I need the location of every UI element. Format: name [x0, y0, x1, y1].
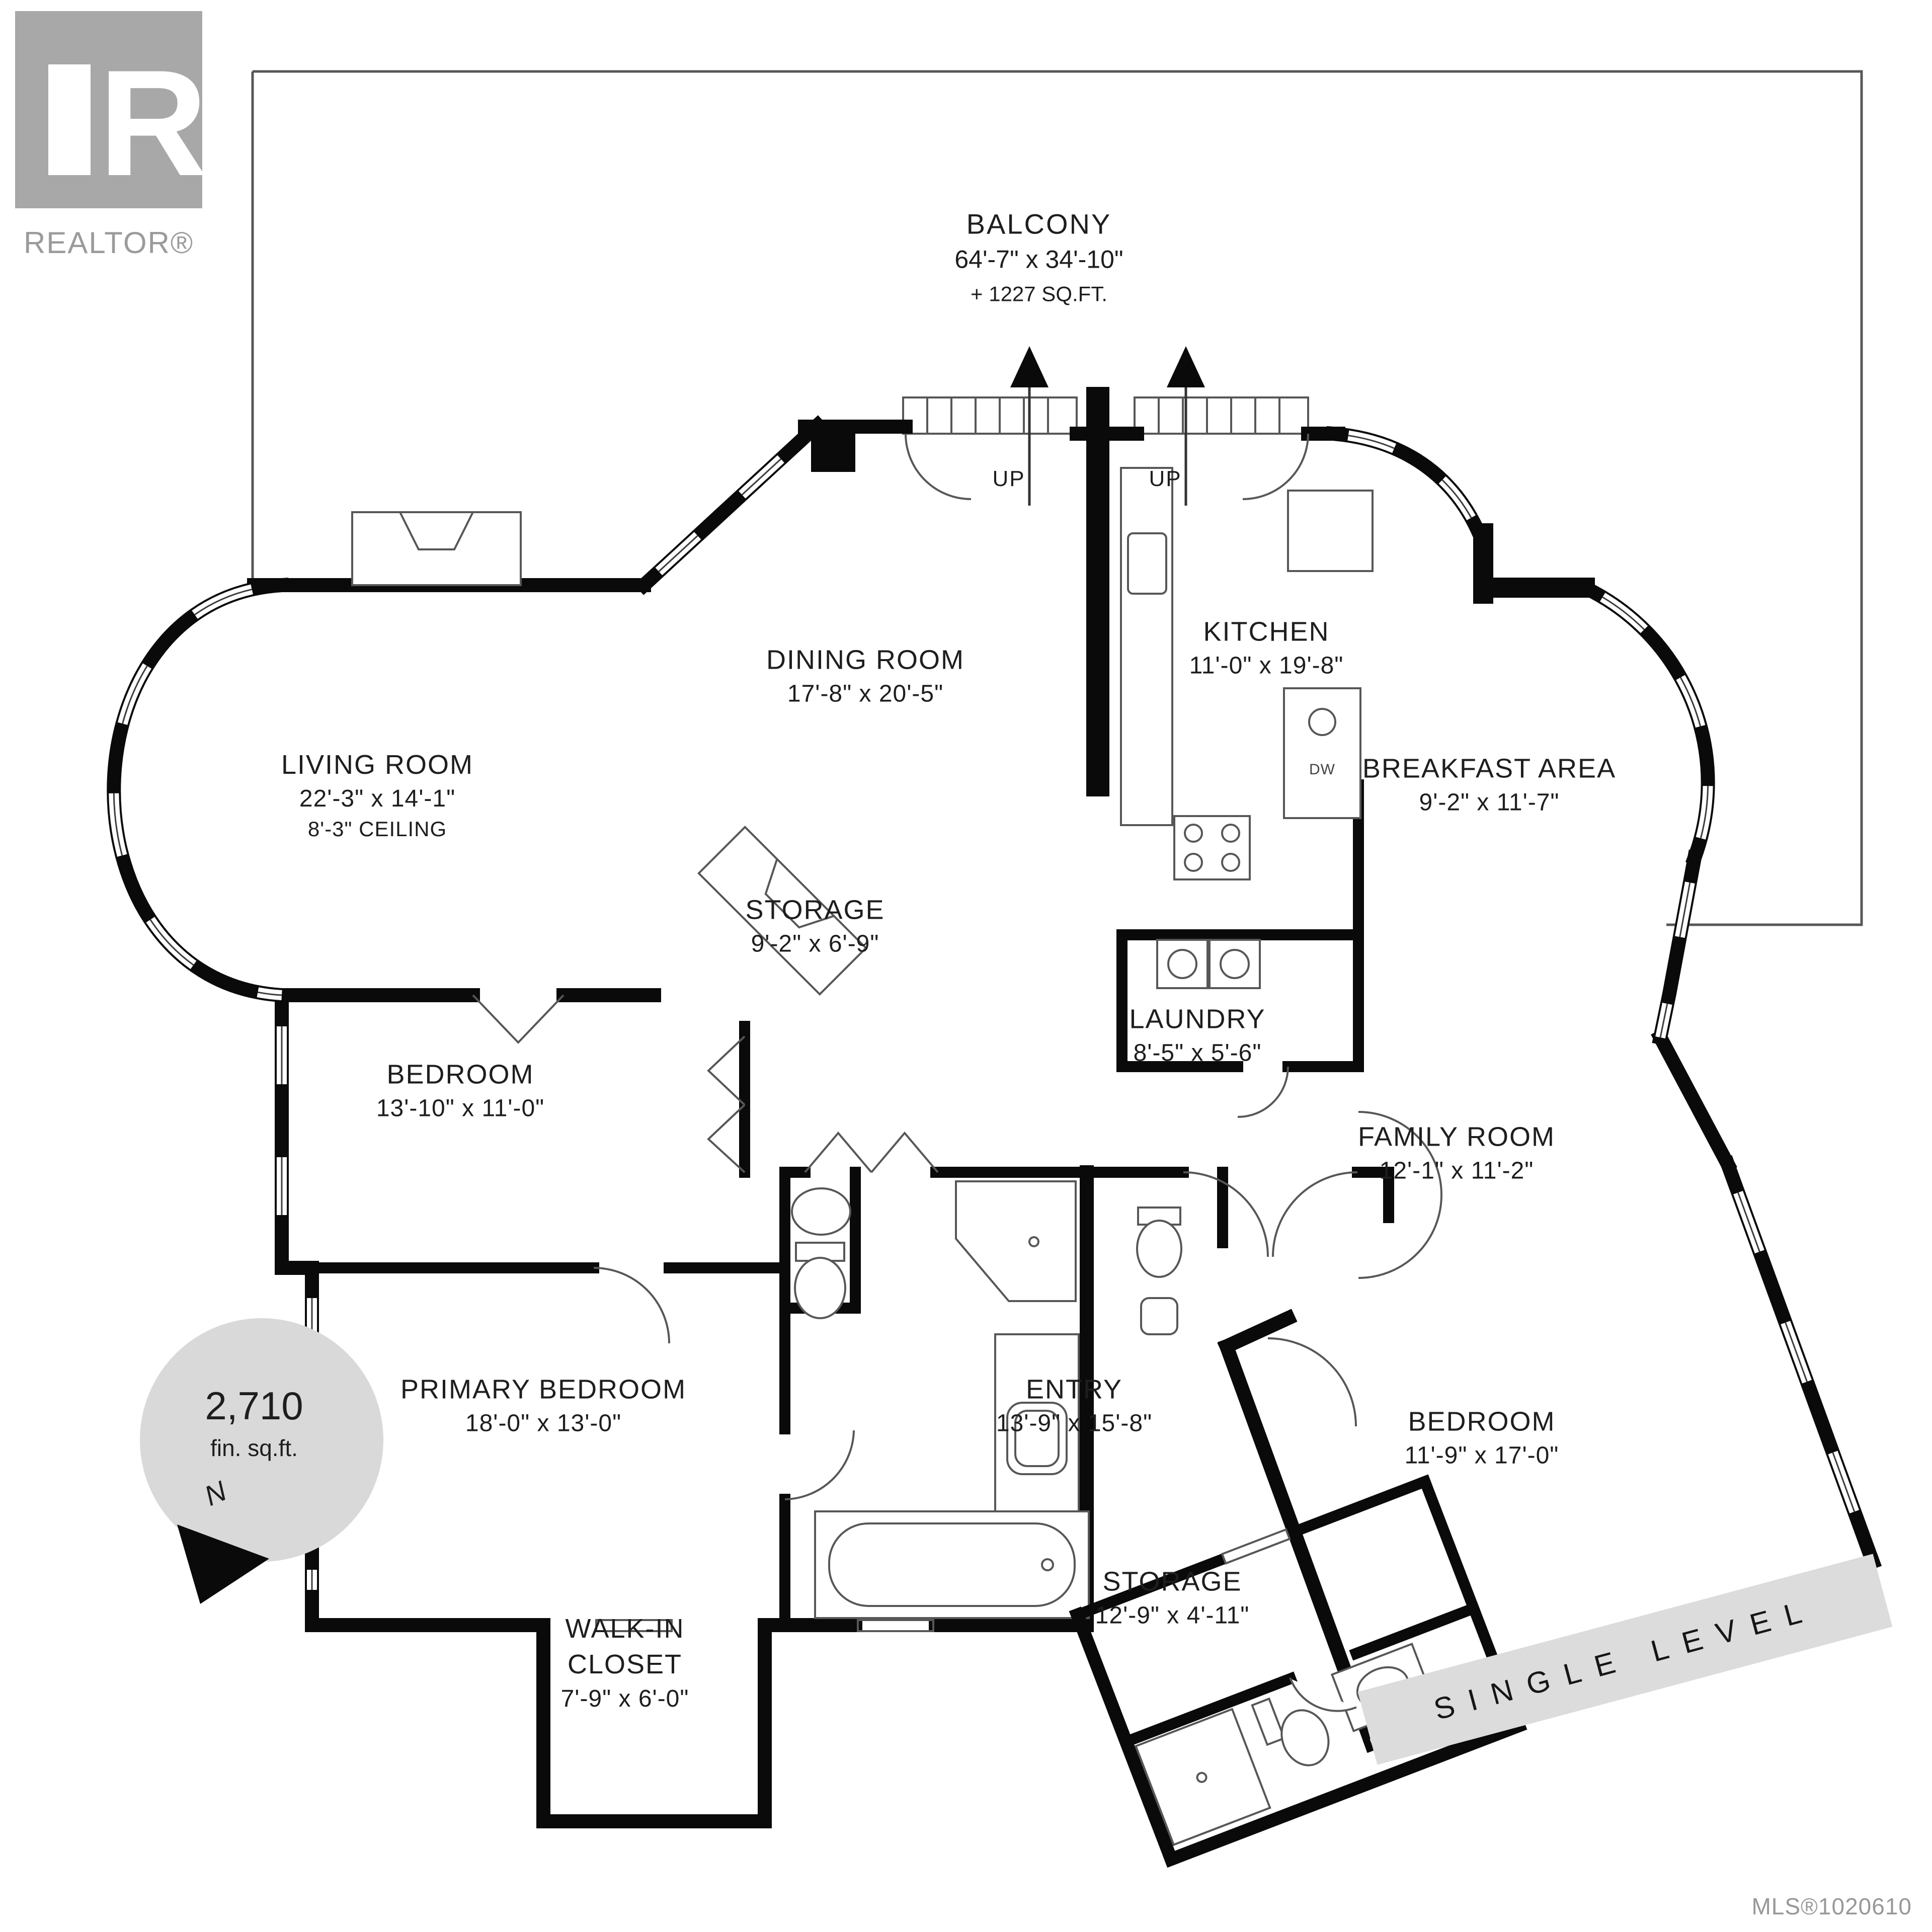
room-dims: 7'-9" x 6'-0": [560, 1685, 689, 1712]
room-dims: 18'-0" x 13'-0": [465, 1410, 622, 1437]
dishwasher-label: DW: [1309, 761, 1335, 778]
room-dims: 12'-1" x 11'-2": [1379, 1157, 1534, 1184]
room-dims: 12'-9" x 4'-11": [1095, 1602, 1250, 1629]
up-label-left: UP: [992, 466, 1025, 491]
room-note: 8'-3" CEILING: [307, 817, 447, 841]
room-label-breakfast: BREAKFAST AREA 9'-2" x 11'-7": [1362, 751, 1616, 819]
north-arrow-icon: [177, 1524, 269, 1604]
room-name: LAUNDRY: [1129, 1004, 1266, 1034]
room-dims: 11'-9" x 17'-0": [1404, 1442, 1559, 1469]
room-name: FAMILY ROOM: [1357, 1121, 1556, 1152]
room-name: PRIMARY BEDROOM: [400, 1374, 687, 1405]
fireplace-diagonal: [697, 826, 867, 996]
room-name: BREAKFAST AREA: [1362, 753, 1617, 784]
kitchen-fixtures: [1120, 467, 1374, 880]
room-dims: 17'-8" x 20'-5": [787, 680, 944, 707]
room-dims: 8'-5" x 5'-6": [1133, 1039, 1262, 1067]
room-name: CLOSET: [567, 1649, 683, 1680]
room-name: STORAGE: [1102, 1566, 1242, 1597]
area-unit: fin. sq.ft.: [210, 1435, 298, 1462]
svg-text:R: R: [99, 38, 208, 207]
room-name: LIVING ROOM: [281, 749, 474, 780]
room-label-dining: DINING ROOM 17'-8" x 20'-5": [766, 642, 964, 710]
balcony-label: BALCONY 64'-7" x 34'-10" + 1227 SQ.FT.: [954, 205, 1123, 307]
up-arrow-icon: [1010, 346, 1205, 506]
room-label-living: LIVING ROOM 22'-3" x 14'-1" 8'-3" CEILIN…: [281, 747, 473, 843]
room-dims: 9'-2" x 11'-7": [1419, 789, 1560, 816]
balcony-column: [811, 428, 855, 472]
room-label-entry: ENTRY 13'-9" x 15'-8": [996, 1372, 1152, 1440]
area-compass: [140, 1318, 383, 1604]
stairs: [902, 396, 1309, 435]
room-label-bedroom-left: BEDROOM 13'-10" x 11'-0": [376, 1057, 544, 1125]
room-label-laundry: LAUNDRY 8'-5" x 5'-6": [1129, 1002, 1265, 1070]
balcony-extra: + 1227 SQ.FT.: [971, 282, 1107, 306]
room-name: BEDROOM: [1408, 1406, 1556, 1437]
room-label-walkin: WALK-IN CLOSET 7'-9" x 6'-0": [561, 1611, 689, 1715]
up-label-right: UP: [1149, 466, 1182, 491]
room-name: BEDROOM: [386, 1059, 534, 1090]
room-label-family: FAMILY ROOM 12'-1" x 11'-2": [1358, 1119, 1555, 1187]
room-dims: 22'-3" x 14'-1": [299, 785, 456, 813]
laundry-appliances: [1156, 939, 1261, 989]
doors: [472, 433, 1442, 1632]
mls-number: MLS®1020610: [1751, 1893, 1912, 1919]
room-dims: 11'-0" x 19'-8": [1189, 652, 1344, 679]
room-name: KITCHEN: [1203, 616, 1330, 647]
area-value: 2,710: [205, 1384, 303, 1428]
room-label-storage-lower: STORAGE 12'-9" x 4'-11": [1095, 1564, 1250, 1632]
realtor-logo-icon: R: [15, 11, 208, 208]
room-dims: 13'-10" x 11'-0": [376, 1095, 545, 1122]
fireplace-top: [351, 511, 522, 586]
room-dims: 13'-9" x 15'-8": [996, 1410, 1153, 1437]
room-dims: 9'-2" x 6'-9": [751, 930, 879, 957]
room-label-storage-upper: STORAGE 9'-2" x 6'-9": [745, 893, 884, 960]
bathroom-fixtures: [791, 1180, 1182, 1619]
room-name: DINING ROOM: [766, 645, 964, 675]
room-name: STORAGE: [745, 895, 885, 925]
balcony-name: BALCONY: [966, 208, 1112, 240]
balcony-outline: [251, 70, 1863, 926]
realtor-wordmark: REALTOR®: [23, 226, 194, 260]
room-label-bedroom-right: BEDROOM 11'-9" x 17'-0": [1405, 1404, 1559, 1472]
interior-walls: [306, 387, 1394, 1631]
balcony-dims: 64'-7" x 34'-10": [954, 245, 1123, 274]
room-name: WALK-IN: [565, 1614, 685, 1644]
area-label: 2,710 fin. sq.ft.: [205, 1380, 303, 1464]
room-label-kitchen: KITCHEN 11'-0" x 19'-8": [1189, 614, 1344, 682]
room-label-primary: PRIMARY BEDROOM 18'-0" x 13'-0": [400, 1372, 686, 1440]
room-name: ENTRY: [1025, 1374, 1123, 1405]
